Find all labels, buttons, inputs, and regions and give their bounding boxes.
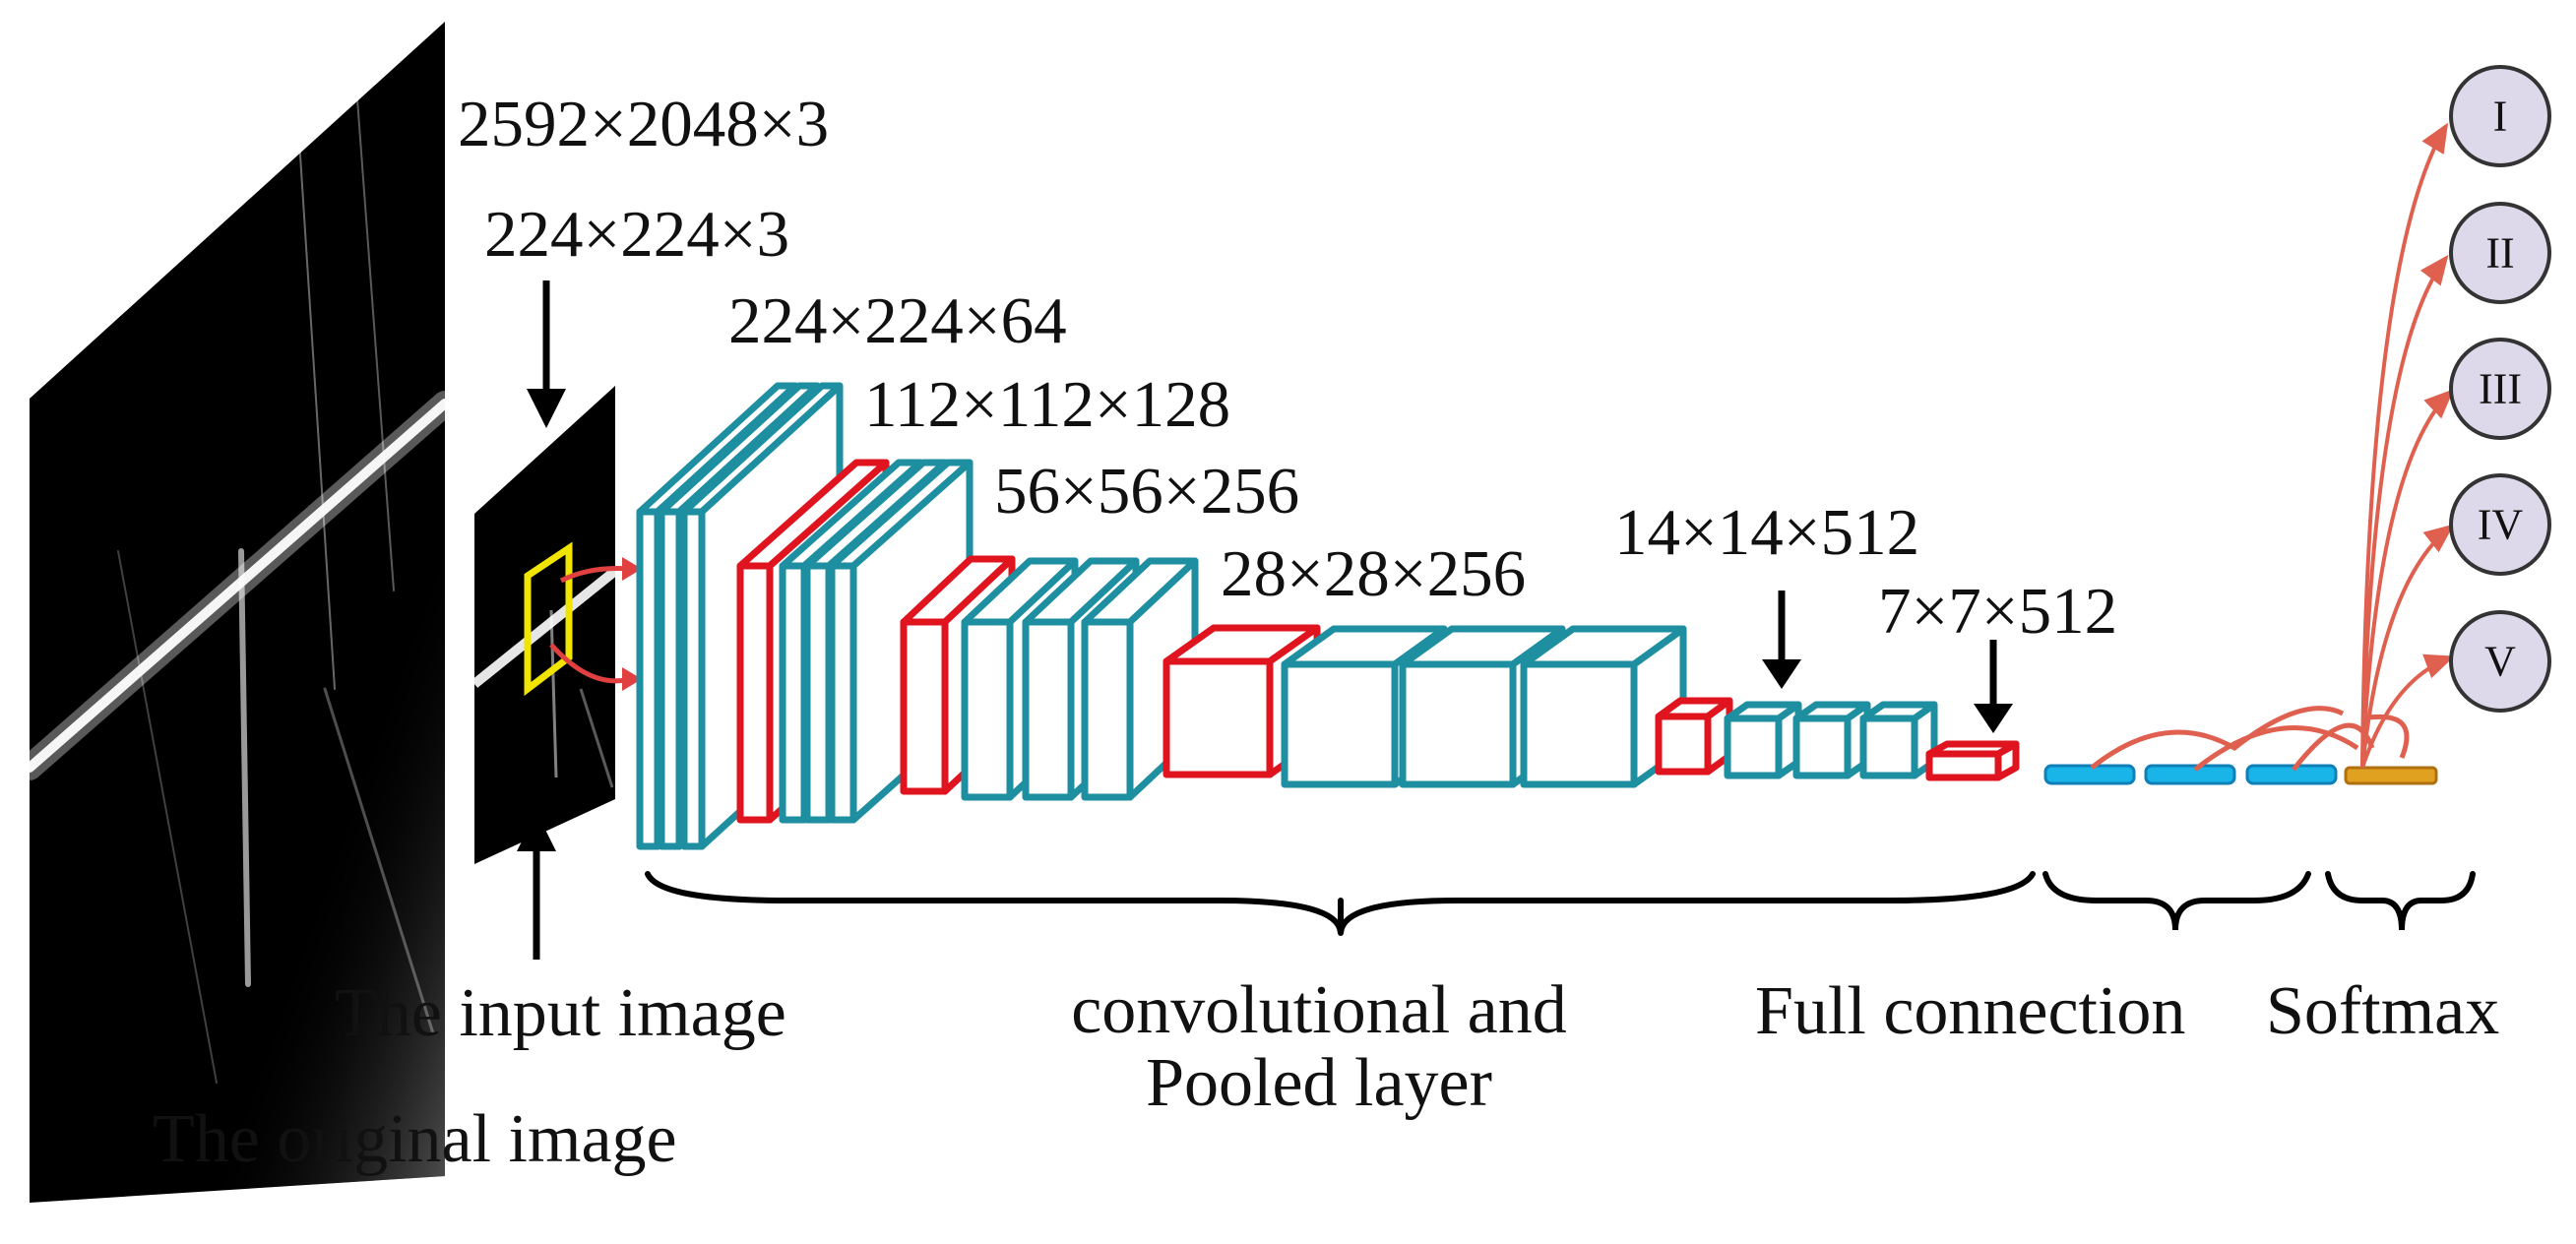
original-dim-label: 2592×2048×3: [458, 88, 830, 160]
class-node-3: [2449, 338, 2551, 440]
conv5-block-1: [1724, 701, 1802, 779]
stage2-dim-label: 112×112×128: [864, 368, 1231, 441]
layer-blocks: [636, 382, 2438, 850]
original-image: [17, 22, 458, 1203]
conv-pool-caption-line2: Pooled layer: [1146, 1044, 1492, 1121]
class-label-4: IV: [2478, 501, 2524, 549]
conv-pool-caption: convolutional and Pooled layer: [1034, 974, 1604, 1119]
stage1-dim-label: 224×224×64: [728, 284, 1067, 357]
class-label-1: I: [2493, 93, 2508, 141]
full-connection-caption: Full connection: [1755, 973, 2186, 1049]
softmax-brace: [2325, 871, 2476, 931]
conv4-block-3: [1520, 625, 1687, 788]
pool5-block: [1925, 740, 2020, 781]
conv5-block-2: [1792, 701, 1871, 779]
class-label-5: V: [2484, 638, 2516, 686]
input-image: [471, 386, 619, 864]
original-image-caption: The original image: [153, 1101, 677, 1177]
crop-box: [524, 541, 573, 697]
stage5-dim-label: 14×14×512: [1614, 496, 1920, 569]
fc-block-2: [2144, 764, 2236, 785]
softmax-block: [2344, 766, 2438, 785]
class-label-3: III: [2479, 365, 2522, 413]
pool5-dim-label: 7×7×512: [1878, 575, 2118, 648]
black-arrows: [532, 280, 1998, 960]
fc-block-1: [2043, 764, 2136, 785]
pool4-block: [1655, 697, 1733, 776]
softmax-to-class-arrows: [2360, 122, 2455, 769]
input-image-caption: The input image: [335, 975, 786, 1051]
fc-block-3: [2245, 764, 2338, 785]
fc-connection-arrows: [2090, 706, 2410, 772]
stage3-dim-label: 56×56×256: [994, 455, 1300, 528]
class-node-2: [2449, 202, 2551, 304]
fc-brace: [2042, 871, 2311, 931]
class-label-2: II: [2485, 229, 2514, 278]
conv5-block-3: [1859, 701, 1938, 779]
class-node-4: [2449, 473, 2551, 576]
braces: [645, 871, 2476, 936]
input-dim-label: 224×224×3: [484, 198, 790, 271]
stage4-dim-label: 28×28×256: [1221, 537, 1527, 610]
class-node-1: [2449, 65, 2551, 167]
conv-pool-caption-line1: convolutional and: [1071, 972, 1567, 1048]
class-node-5: [2449, 610, 2551, 713]
softmax-caption: Softmax: [2266, 973, 2500, 1049]
